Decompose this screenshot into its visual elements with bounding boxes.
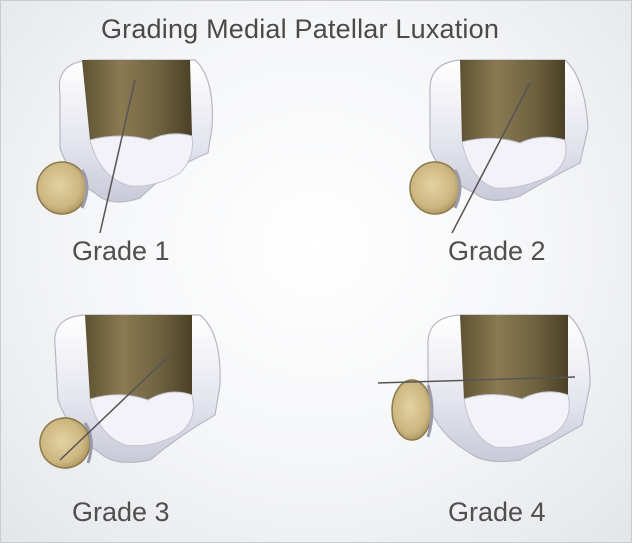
femoral-shaft bbox=[85, 315, 192, 400]
trochlear-groove bbox=[89, 133, 193, 187]
indicator-line bbox=[99, 79, 136, 234]
trochlear-groove bbox=[89, 391, 194, 447]
femoral-shaft bbox=[460, 60, 565, 143]
grade-3-illustration bbox=[30, 314, 270, 490]
indicator-line bbox=[377, 376, 576, 384]
patella bbox=[409, 161, 461, 215]
indicator-line bbox=[59, 354, 171, 461]
grade-2-illustration bbox=[380, 58, 620, 234]
grade-1-label: Grade 1 bbox=[72, 236, 170, 266]
patella bbox=[36, 161, 88, 215]
grade-4-illustration bbox=[377, 314, 620, 490]
indicator-line bbox=[451, 82, 531, 234]
diagram-title: Grading Medial Patellar Luxation bbox=[100, 14, 500, 44]
grade-3-label: Grade 3 bbox=[72, 497, 170, 527]
patella bbox=[391, 379, 433, 441]
femoral-shaft bbox=[82, 60, 192, 140]
femoral-shaft bbox=[460, 315, 568, 399]
trochlear-groove bbox=[463, 391, 570, 448]
grade-4-label: Grade 4 bbox=[448, 497, 546, 527]
trochlear-groove bbox=[461, 136, 567, 189]
grade-1-illustration bbox=[30, 58, 270, 234]
grade-2-label: Grade 2 bbox=[448, 236, 546, 266]
